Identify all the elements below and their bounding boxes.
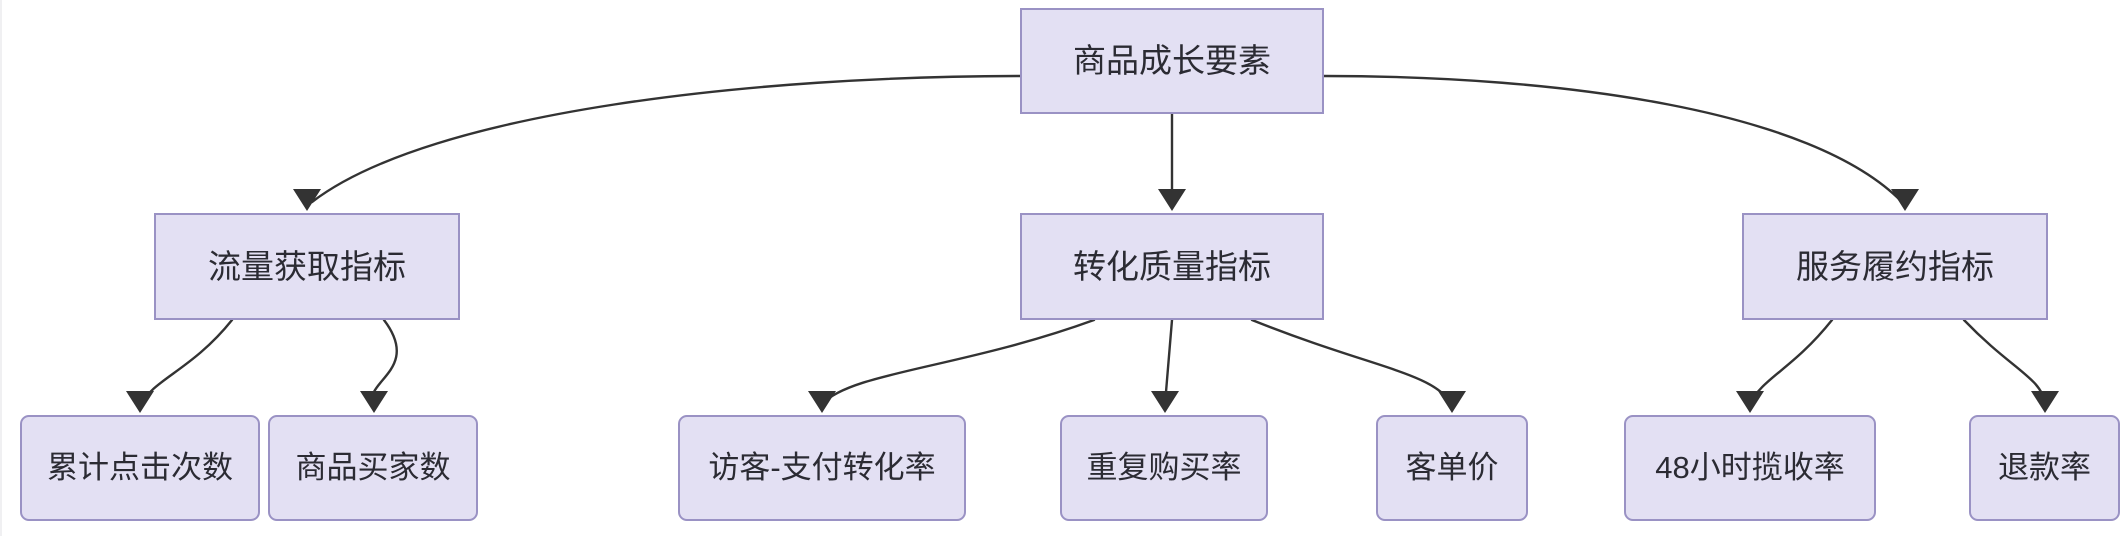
edge-conversion-aov-arrowhead-icon [1438, 391, 1466, 413]
node-leaf-repeat[interactable]: 重复购买率 [1060, 415, 1268, 521]
edge-conversion-convrate-arrowhead-icon [808, 391, 836, 413]
node-leaf-aov[interactable]: 客单价 [1376, 415, 1528, 521]
edge-root-conversion [1158, 112, 1186, 211]
node-label-root: 商品成长要素 [1073, 42, 1271, 80]
edge-conversion-repeat-line [1163, 318, 1174, 406]
edge-traffic-buyers-arrowhead-icon [360, 391, 388, 413]
edge-root-conversion-arrowhead-icon [1158, 189, 1186, 211]
node-label-mid-traffic: 流量获取指标 [208, 247, 406, 285]
edge-root-service-arrowhead-icon [1891, 189, 1919, 211]
edge-service-refund-arrowhead-icon [2031, 391, 2059, 413]
edge-conversion-repeat [1151, 318, 1179, 413]
edge-traffic-clicks-arrowhead-icon [126, 391, 154, 413]
edge-root-service-line [1322, 74, 1904, 204]
node-mid-traffic[interactable]: 流量获取指标 [154, 213, 460, 320]
edge-service-pickup-line [1748, 318, 1834, 406]
edge-service-pickup [1736, 318, 1834, 413]
node-label-leaf-conv-rate: 访客-支付转化率 [708, 450, 936, 486]
node-label-leaf-aov: 客单价 [1405, 450, 1499, 486]
node-leaf-clicks[interactable]: 累计点击次数 [20, 415, 260, 521]
node-label-leaf-clicks: 累计点击次数 [47, 450, 233, 486]
node-leaf-refund[interactable]: 退款率 [1969, 415, 2120, 521]
edge-root-service [1322, 74, 1919, 211]
node-label-mid-service: 服务履约指标 [1796, 247, 1994, 285]
node-label-mid-conversion: 转化质量指标 [1073, 247, 1271, 285]
edge-conversion-repeat-arrowhead-icon [1151, 391, 1179, 413]
node-label-leaf-refund: 退款率 [1998, 450, 2091, 486]
node-label-leaf-buyers: 商品买家数 [295, 450, 451, 486]
edge-root-traffic [293, 74, 1022, 211]
edge-conversion-aov-line [1250, 318, 1454, 406]
node-mid-service[interactable]: 服务履约指标 [1742, 213, 2048, 320]
node-root[interactable]: 商品成长要素 [1020, 8, 1324, 114]
edge-conversion-aov [1250, 318, 1466, 413]
node-mid-conversion[interactable]: 转化质量指标 [1020, 213, 1324, 320]
edge-root-traffic-arrowhead-icon [293, 189, 321, 211]
edge-conversion-convrate-line [820, 318, 1096, 406]
edge-traffic-buyers-line [371, 318, 398, 406]
edge-traffic-clicks [126, 318, 234, 413]
node-label-leaf-pickup: 48小时揽收率 [1655, 450, 1845, 486]
edge-service-pickup-arrowhead-icon [1736, 391, 1764, 413]
edge-conversion-convrate [808, 318, 1096, 413]
edge-service-refund-line [1962, 318, 2047, 406]
edge-traffic-buyers [360, 318, 398, 413]
edge-traffic-clicks-line [140, 318, 234, 406]
node-label-leaf-repeat: 重复购买率 [1086, 450, 1242, 486]
node-leaf-buyers[interactable]: 商品买家数 [268, 415, 478, 521]
node-leaf-pickup[interactable]: 48小时揽收率 [1624, 415, 1876, 521]
edge-root-traffic-line [310, 74, 1022, 204]
node-leaf-conv-rate[interactable]: 访客-支付转化率 [678, 415, 966, 521]
edge-service-refund [1962, 318, 2059, 413]
